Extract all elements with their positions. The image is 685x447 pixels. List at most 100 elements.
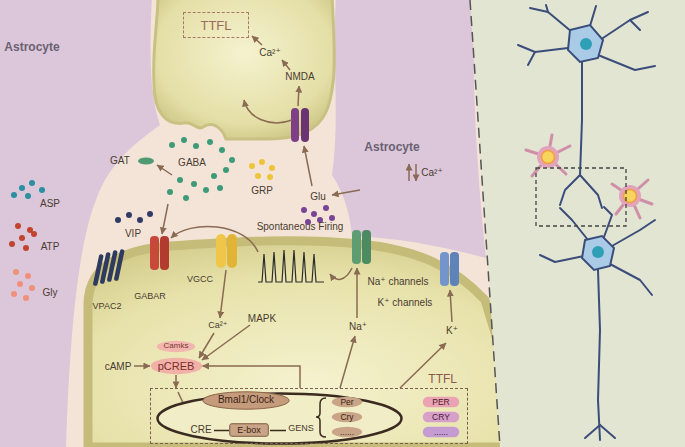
illustration-part	[216, 234, 226, 268]
vpac2-receptor	[93, 249, 125, 286]
part-label: Ca²⁺	[208, 321, 227, 331]
vesicle-cluster	[11, 180, 45, 199]
vesicle-dot	[323, 205, 329, 211]
illustration-part	[244, 100, 292, 123]
node-label: Bmal1/Clock	[218, 395, 274, 405]
vesicle-dot	[29, 285, 35, 291]
clock-oval-outline	[203, 391, 289, 408]
gene-oval-outline	[332, 412, 362, 422]
vesicle-dot	[311, 211, 317, 217]
node-label: pCREB	[158, 361, 195, 372]
arrows	[134, 36, 452, 420]
vesicle-dot	[223, 167, 229, 173]
clock-oval: Bmal1/Clock	[202, 391, 290, 410]
vgcc-channel	[216, 234, 237, 268]
node-label: TTFL	[200, 19, 231, 32]
illustration-part	[362, 230, 371, 264]
node-label: E-box	[237, 426, 261, 435]
pcreb-oval: pCREB	[150, 357, 203, 375]
zoom-box	[536, 168, 626, 226]
vesicle-dot	[329, 215, 335, 221]
vesicle-dot	[23, 295, 29, 301]
ebox-element: E-box	[229, 423, 269, 437]
illustration-part	[450, 290, 452, 322]
illustration-part	[332, 190, 360, 195]
illustration-part	[160, 236, 169, 270]
nucleus	[592, 246, 604, 258]
illustration-part	[150, 236, 159, 270]
part-label: VGCC	[187, 275, 213, 285]
panel-divider	[470, 0, 500, 447]
vesicle-dot	[19, 185, 25, 191]
gene-oval: Per	[331, 396, 363, 408]
part-label: Astrocyte	[4, 41, 59, 54]
vesicles	[9, 137, 335, 301]
illustration-part	[134, 365, 150, 367]
ebox-element-outline	[230, 424, 269, 437]
protein-pill-outline	[423, 412, 460, 423]
astrocyte-icon	[526, 135, 652, 218]
part-label: K⁺ channels	[378, 297, 433, 308]
region-heading: TTFL	[428, 373, 457, 385]
part-label: Astrocyte	[364, 141, 419, 154]
part-label: Gly	[43, 287, 58, 298]
illustration-part	[304, 146, 312, 186]
gat-transporter	[138, 158, 154, 165]
nmda-receptor	[291, 108, 309, 142]
vesicle-dot	[25, 273, 31, 279]
vesicle-cluster	[11, 269, 35, 301]
illustration-part	[600, 425, 615, 438]
illustration-part	[282, 60, 290, 70]
illustration-part	[214, 430, 229, 432]
part-label: Na⁺ channels	[368, 276, 429, 287]
gene-oval-outline	[332, 427, 362, 437]
vesicle-cluster	[115, 211, 153, 223]
vesicle-dot	[137, 217, 143, 223]
illustration-part	[585, 425, 600, 438]
part-label: Spontaneous Firing	[257, 221, 344, 232]
vesicle-cluster	[249, 159, 275, 180]
vesicle-dot	[203, 187, 209, 193]
part-label: ASP	[40, 198, 60, 209]
gene-oval-outline	[332, 397, 362, 407]
illustration-part	[612, 220, 655, 246]
k-channel	[440, 252, 459, 286]
illustration-part	[291, 108, 299, 142]
vesicle-dot	[23, 245, 29, 251]
postsynaptic-neuron	[88, 241, 530, 447]
illustration-part	[600, 12, 648, 40]
illustration-part	[298, 86, 299, 106]
vesicle-dot	[29, 180, 35, 186]
vesicle-dot	[147, 211, 153, 217]
neuron-bottom	[540, 207, 655, 440]
gabar-channel	[150, 236, 169, 270]
vesicle-dot	[193, 143, 199, 149]
protein-pill: PER	[422, 396, 460, 408]
pcreb-oval-outline	[150, 358, 201, 374]
part-label: MAPK	[248, 313, 276, 324]
node-label: Per	[340, 398, 353, 407]
astrocyte-body	[619, 185, 641, 207]
illustration-part	[530, 8, 572, 32]
astrocyte-glow	[542, 151, 555, 164]
illustration-part	[560, 208, 588, 240]
illustration-part	[408, 164, 410, 181]
illustration-part	[252, 36, 262, 45]
illustration-part	[352, 230, 361, 264]
vesicle-dot	[39, 187, 45, 193]
vesicle-dot	[259, 159, 265, 165]
ttfl-region: TTFLBmal1/ClockE-boxPerCry......PERCRY..…	[150, 388, 468, 444]
illustration-part	[171, 226, 258, 252]
protein-pill-outline	[423, 397, 460, 408]
vesicle-dot	[211, 173, 217, 179]
illustration-part	[580, 175, 602, 208]
illustration-part	[114, 249, 125, 281]
part-label: Glu	[310, 191, 326, 202]
kinase-oval: Camks	[156, 340, 196, 353]
vesicle-dot	[169, 142, 175, 148]
illustration-part	[227, 234, 237, 268]
vesicle-dot	[19, 235, 25, 241]
illustration-part	[450, 252, 459, 286]
gene-oval: Cry	[331, 411, 363, 423]
